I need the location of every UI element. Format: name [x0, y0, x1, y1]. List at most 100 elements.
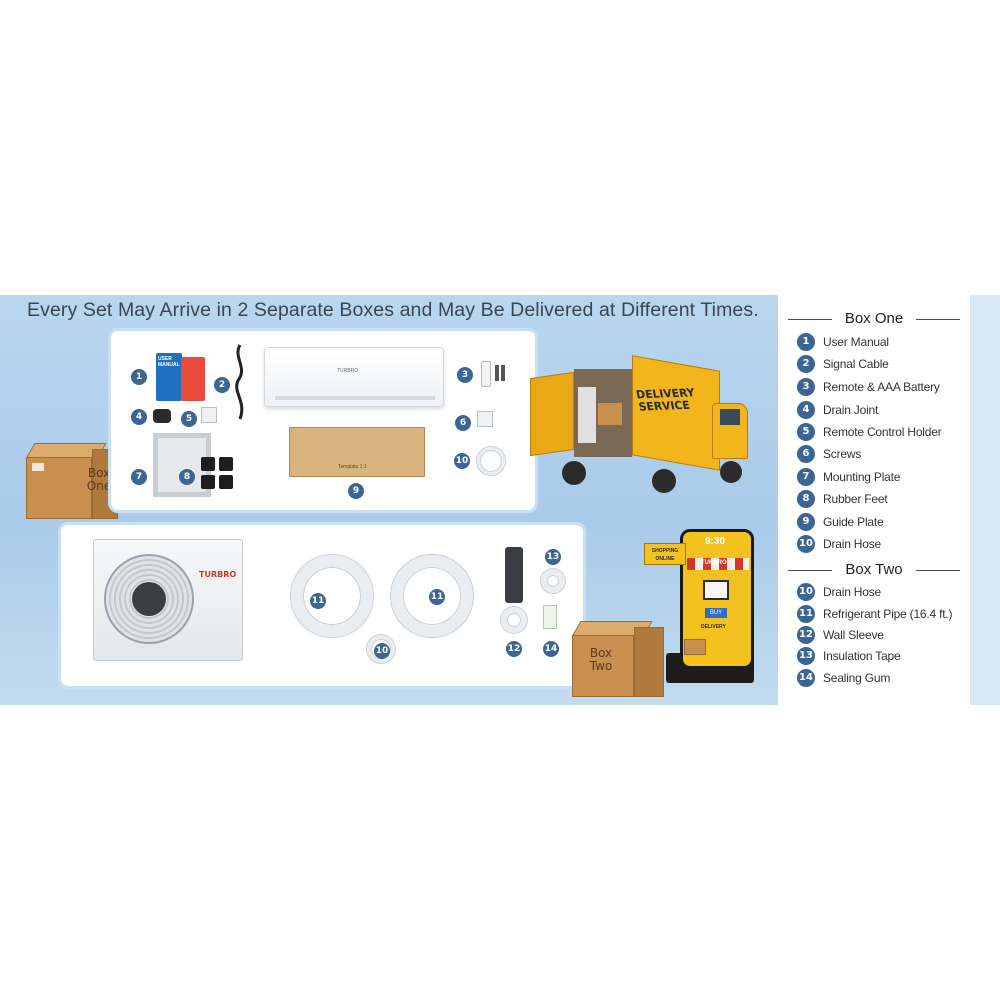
legend-number: 2 [797, 355, 815, 373]
legend-number: 3 [797, 378, 815, 396]
marker-6: 6 [455, 415, 471, 431]
manual-red-booklet [181, 357, 205, 401]
legend-label: Signal Cable [823, 357, 889, 371]
legend-label: Mounting Plate [823, 470, 901, 484]
legend-label: Guide Plate [823, 515, 884, 529]
legend-item: 2 Signal Cable [797, 355, 969, 373]
box-two-carton-label: Box Two [578, 647, 624, 673]
legend-label: Screws [823, 447, 862, 461]
legend-number: 10 [797, 583, 815, 601]
legend-item: 14 Sealing Gum [797, 669, 969, 687]
cart-icon [703, 580, 729, 600]
box-one-carton-label: Box One [76, 467, 122, 493]
marker-5: 5 [181, 411, 197, 427]
product-banner: Every Set May Arrive in 2 Separate Boxes… [0, 295, 1000, 705]
drain-joint-image [153, 409, 171, 423]
remote-holder-image [201, 407, 217, 423]
legend-label: Drain Hose [823, 537, 882, 551]
screws-image [477, 411, 493, 427]
legend-number: 6 [797, 445, 815, 463]
battery-image-2 [501, 365, 505, 381]
legend-rail [970, 295, 1000, 705]
legend-title-box-one: Box One [844, 310, 904, 327]
remote-image [481, 361, 491, 387]
legend-item: 8 Rubber Feet [797, 490, 969, 508]
legend-number: 8 [797, 490, 815, 508]
legend-number: 12 [797, 626, 815, 644]
shop-sign-line2: ONLINE [655, 556, 675, 562]
manual-cover-line2: MANUAL [158, 362, 180, 368]
delivery-truck-image: DELIVERY SERVICE [530, 355, 760, 503]
phone-brand: TURBRO [701, 560, 727, 566]
legend-number: 9 [797, 513, 815, 531]
legend-heading-box-two: Box Two [788, 560, 960, 580]
marker-2: 2 [214, 377, 230, 393]
legend-label: Refrigerant Pipe (16.4 ft.) [823, 607, 953, 621]
box-one-contents-panel: USER MANUAL 1 2 TURBRO 3 4 5 6 7 [108, 328, 538, 513]
user-manual-image: USER MANUAL [156, 353, 182, 401]
legend-heading-box-one: Box One [788, 309, 960, 329]
legend-item: 10 Drain Hose [797, 535, 969, 553]
legend-label: Drain Hose [823, 585, 882, 599]
box-one-carton-text: Box One [86, 466, 112, 493]
drain-hose-image-2 [367, 635, 395, 663]
battery-image [495, 365, 499, 381]
phone-time: 9:30 [705, 536, 726, 547]
guide-plate-image: Template 1:1 [289, 427, 425, 477]
marker-14: 14 [543, 641, 559, 657]
drain-hose-image [477, 447, 505, 475]
indoor-unit-image: TURBRO [264, 347, 444, 407]
legend-label: Rubber Feet [823, 492, 888, 506]
legend-number: 14 [797, 669, 815, 687]
legend-number: 13 [797, 647, 815, 665]
online-shop-phone-image: 9:30 TURBRO BUY DELIVERY SHOPPING ONLINE [640, 529, 760, 693]
legend-label: User Manual [823, 335, 889, 349]
indoor-unit-brand: TURBRO [337, 368, 359, 374]
guide-plate-text: Template 1:1 [338, 464, 367, 470]
legend-item: 11 Refrigerant Pipe (16.4 ft.) [797, 605, 969, 623]
marker-13: 13 [545, 549, 561, 565]
headline: Every Set May Arrive in 2 Separate Boxes… [27, 299, 759, 321]
wall-sleeve-image [505, 547, 523, 603]
refrigerant-pipe-image-1 [291, 555, 373, 637]
legend-label: Sealing Gum [823, 671, 891, 685]
outdoor-unit-image: TURBRO [93, 539, 243, 661]
marker-10: 10 [454, 453, 470, 469]
marker-3: 3 [457, 367, 473, 383]
legend-number: 4 [797, 401, 815, 419]
legend-number: 7 [797, 468, 815, 486]
legend-number: 10 [797, 535, 815, 553]
outdoor-unit-brand: TURBRO [199, 570, 237, 579]
phone-delivery-label: DELIVERY [701, 624, 726, 630]
legend-item: 12 Wall Sleeve [797, 626, 969, 644]
legend-number: 11 [797, 605, 815, 623]
legend-item: 1 User Manual [797, 333, 969, 351]
marker-10b: 10 [374, 643, 390, 659]
marker-1: 1 [131, 369, 147, 385]
signal-cable-image [235, 344, 244, 420]
legend-label: Wall Sleeve [823, 628, 884, 642]
box-two-contents-panel: TURBRO 11 11 10 13 12 14 [58, 522, 586, 689]
manual-cover-line1: USER [158, 356, 172, 362]
marker-12: 12 [506, 641, 522, 657]
legend-item: 7 Mounting Plate [797, 468, 969, 486]
truck-text-line2: SERVICE [637, 398, 692, 414]
legend-title-box-two: Box Two [845, 561, 903, 578]
marker-8: 8 [179, 469, 195, 485]
marker-11b: 11 [429, 589, 445, 605]
legend-item: 6 Screws [797, 445, 969, 463]
legend-item: 3 Remote & AAA Battery [797, 378, 969, 396]
legend-label: Remote & AAA Battery [823, 380, 940, 394]
box-two-carton: Box Two [571, 621, 672, 699]
legend-number: 1 [797, 333, 815, 351]
marker-9: 9 [348, 483, 364, 499]
legend-label: Insulation Tape [823, 649, 901, 663]
marker-4: 4 [131, 409, 147, 425]
legend-item: 9 Guide Plate [797, 513, 969, 531]
shopping-online-sign: SHOPPING ONLINE [644, 543, 686, 565]
insulation-tape-image [541, 569, 565, 593]
box-two-carton-text: Box Two [589, 646, 613, 673]
legend-label: Remote Control Holder [823, 425, 942, 439]
